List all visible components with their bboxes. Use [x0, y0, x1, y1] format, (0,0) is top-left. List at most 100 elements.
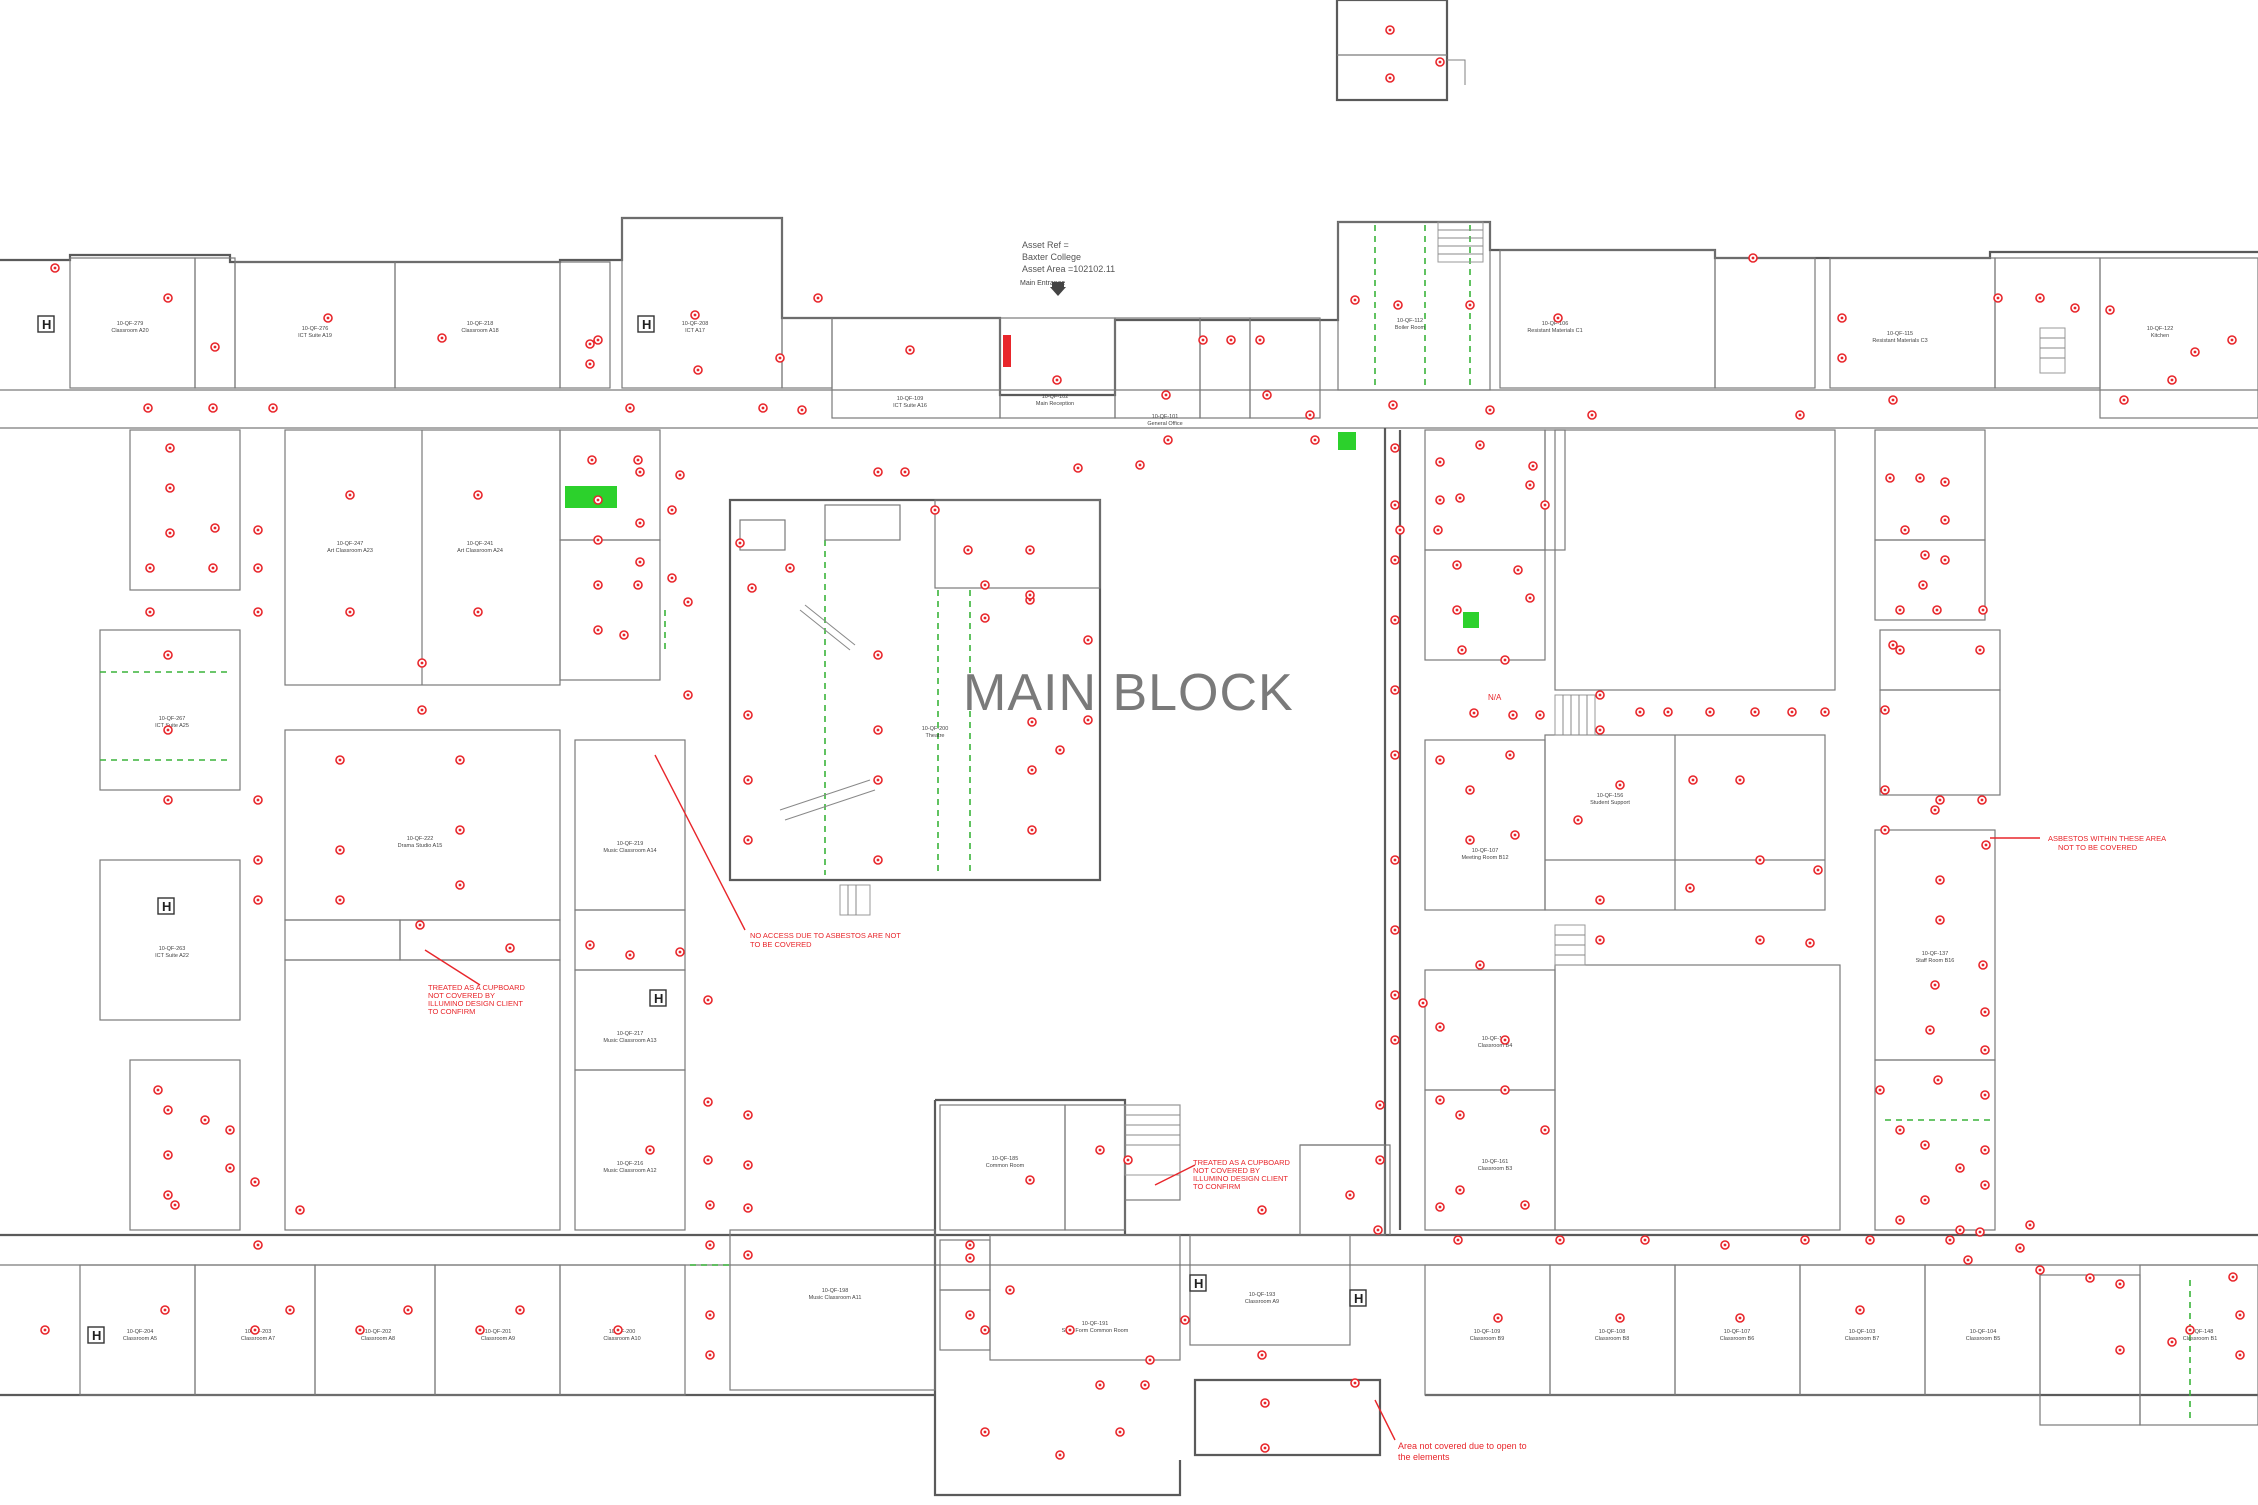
detector-dot [788, 566, 792, 570]
room-code: 10-QF-219 [617, 841, 644, 847]
detector-dot [1265, 393, 1269, 397]
room-name: Student Support [1590, 800, 1630, 806]
detector-dot [358, 1328, 362, 1332]
detector-dot [933, 508, 937, 512]
detector-dot [1618, 783, 1622, 787]
room-name: Art Classroom A24 [457, 548, 503, 554]
detector-dot [418, 923, 422, 927]
detector-dot [253, 1180, 257, 1184]
detector-dot [406, 1308, 410, 1312]
detector-dot [1958, 1166, 1962, 1170]
detector-dot [1883, 828, 1887, 832]
detector-dot [1508, 753, 1512, 757]
detector-dot [1438, 758, 1442, 762]
detector-dot [708, 1313, 712, 1317]
detector-dot [420, 708, 424, 712]
detector-dot [1598, 898, 1602, 902]
detector-dot [1643, 1238, 1647, 1242]
detector-dot [298, 1208, 302, 1212]
room-name: Meeting Room B12 [1461, 855, 1508, 861]
detector-dot [2108, 308, 2112, 312]
detector-dot [750, 586, 754, 590]
detector-dot [1898, 608, 1902, 612]
detector-dot [1598, 938, 1602, 942]
detector-dot [1558, 1238, 1562, 1242]
detector-dot [1978, 648, 1982, 652]
detector-dot [693, 313, 697, 317]
detector-dot [1751, 256, 1755, 260]
room-code: 10-QF-216 [617, 1161, 644, 1167]
detector-dot [1143, 1383, 1147, 1387]
detector-dot [228, 1128, 232, 1132]
detector-dot [1918, 476, 1922, 480]
room-name: Sixth Form Common Room [1062, 1328, 1129, 1334]
detector-dot [166, 653, 170, 657]
note-no-access-2: TO BE COVERED [750, 940, 812, 949]
detector-dot [213, 526, 217, 530]
detector-dot [166, 1153, 170, 1157]
detector-dot [1118, 1430, 1122, 1434]
detector-dot [2231, 1275, 2235, 1279]
detector-dot [1393, 1038, 1397, 1042]
detector-dot [1798, 413, 1802, 417]
detector-dot [288, 1308, 292, 1312]
detector-dot [338, 848, 342, 852]
detector-dot [1898, 1218, 1902, 1222]
svg-text:H: H [92, 1328, 101, 1343]
room-name: Drama Studio A15 [398, 843, 443, 849]
building-outline [0, 216, 2258, 1497]
room-name: Classroom B3 [1478, 1166, 1513, 1172]
detector-dot [1164, 393, 1168, 397]
detector-dot [1923, 553, 1927, 557]
detector-dot [1923, 1198, 1927, 1202]
garage-block [1335, 0, 1466, 102]
detector-dot [1723, 1243, 1727, 1247]
detector-dot [2238, 1313, 2242, 1317]
detector-dot [173, 1203, 177, 1207]
room-code: 10-QF-103 [1849, 1329, 1876, 1335]
detector-dot [968, 1256, 972, 1260]
detector-dot [211, 406, 215, 410]
room-code: 10-QF-106 [1542, 321, 1569, 327]
detector-dot [1166, 438, 1170, 442]
detector-dot [43, 1328, 47, 1332]
detector-dot [2170, 378, 2174, 382]
room-code: 10-QF-122 [2147, 326, 2174, 332]
room-name: ICT Suite A25 [155, 723, 189, 729]
detector-dot [213, 345, 217, 349]
detector-dot [1438, 498, 1442, 502]
detector-dot [1472, 711, 1476, 715]
note-na: N/A [1488, 693, 1502, 702]
detector-dot [1456, 1238, 1460, 1242]
detector-dot [983, 1430, 987, 1434]
fire-doors [100, 225, 1990, 1266]
detector-dot [271, 406, 275, 410]
detector-dot [2118, 1282, 2122, 1286]
detector-dot [1958, 1228, 1962, 1232]
svg-text:H: H [1354, 1291, 1363, 1306]
room-code: 10-QF-222 [407, 836, 434, 842]
detector-dot [1688, 886, 1692, 890]
detector-dot [1858, 1308, 1862, 1312]
detector-dot [628, 953, 632, 957]
detector-dot [1538, 713, 1542, 717]
detector-dot [686, 693, 690, 697]
detector-dot [1923, 1143, 1927, 1147]
detector-dot [518, 1308, 522, 1312]
detector-dot [1598, 728, 1602, 732]
room-code: 10-QF-200 [922, 726, 949, 732]
detector-dot [876, 728, 880, 732]
detector-dot [746, 1163, 750, 1167]
room-name: Music Classroom A11 [809, 1295, 862, 1301]
detector-dot [1666, 710, 1670, 714]
detector-dot [596, 583, 600, 587]
detector-dot [903, 470, 907, 474]
room-code: 10-QF-217 [617, 1031, 644, 1037]
detector-dot [1138, 463, 1142, 467]
detector-dot [876, 653, 880, 657]
detector-dot [1981, 963, 1985, 967]
room-code: 10-QF-102 [1042, 394, 1069, 400]
room-code: 10-QF-107 [1472, 848, 1499, 854]
detector-dot [1393, 858, 1397, 862]
detector-dot [1378, 1158, 1382, 1162]
